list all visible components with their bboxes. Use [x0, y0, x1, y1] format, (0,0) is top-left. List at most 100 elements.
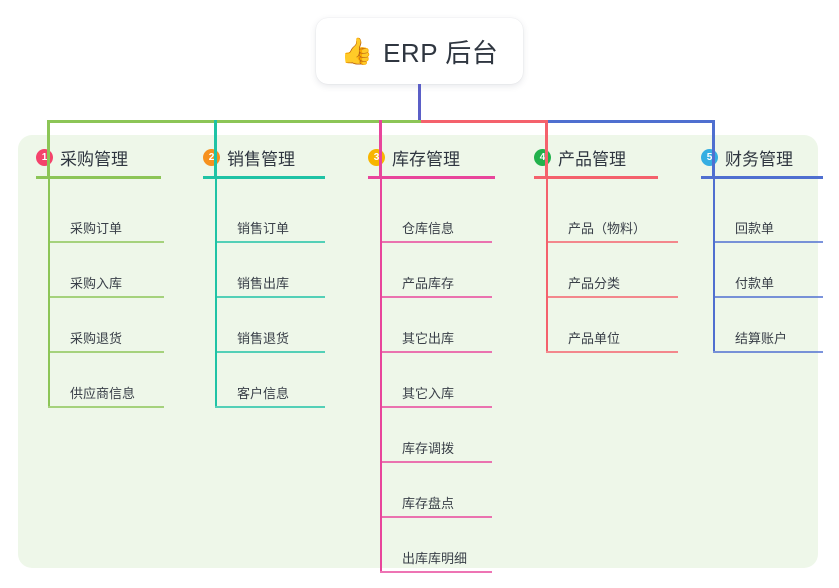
branch-stem-1: [48, 178, 50, 406]
thumbs-up-icon: 👍: [340, 36, 374, 66]
leaf-label: 库存盘点: [402, 496, 455, 511]
bus-segment-4: [419, 120, 548, 123]
leaf-underline: [48, 351, 164, 353]
branch-drop-1: [47, 120, 50, 178]
leaf-node[interactable]: 库存盘点: [380, 495, 492, 518]
leaf-node[interactable]: 出库库明细: [380, 550, 492, 573]
leaf-label: 出库库明细: [402, 551, 468, 566]
leaf-label: 产品单位: [568, 331, 621, 346]
branch-badge-1: 1: [36, 148, 53, 166]
branch-stem-5: [713, 178, 715, 351]
root-stem-line: [418, 84, 421, 123]
branch-underline-5: [701, 176, 823, 179]
leaf-underline: [713, 241, 823, 243]
branch-title-1: 采购管理: [60, 149, 128, 169]
leaf-node[interactable]: 采购退货: [48, 330, 164, 353]
leaf-underline: [546, 296, 678, 298]
leaf-underline: [380, 516, 492, 518]
leaf-underline: [48, 241, 164, 243]
leaf-label: 产品（物料）: [568, 221, 647, 236]
leaf-label: 库存调拨: [402, 441, 455, 456]
branch-stem-4: [546, 178, 548, 351]
leaf-underline: [546, 241, 678, 243]
branch-badge-2: 2: [203, 148, 220, 166]
branch-stem-3: [380, 178, 382, 571]
leaf-node[interactable]: 产品库存: [380, 275, 492, 298]
branch-title-4: 产品管理: [558, 149, 626, 169]
leaf-label: 采购退货: [70, 331, 123, 346]
branch-underline-4: [534, 176, 658, 179]
leaf-label: 产品库存: [402, 276, 455, 291]
branch-underline-1: [36, 176, 161, 179]
bus-segment-1: [48, 120, 421, 123]
leaf-underline: [380, 461, 492, 463]
branch-header-5[interactable]: 5 财务管理: [683, 144, 833, 170]
root-node-erp-backend[interactable]: 👍 ERP 后台: [316, 18, 523, 84]
branch-title-5: 财务管理: [725, 149, 793, 169]
leaf-label: 付款单: [735, 276, 775, 291]
leaf-underline: [713, 296, 823, 298]
leaf-label: 销售出库: [237, 276, 290, 291]
leaf-node[interactable]: 销售出库: [215, 275, 325, 298]
leaf-node[interactable]: 供应商信息: [48, 385, 164, 408]
branch-drop-4: [545, 120, 548, 178]
leaf-node[interactable]: 产品单位: [546, 330, 678, 353]
leaf-underline: [713, 351, 823, 353]
leaf-node[interactable]: 付款单: [713, 275, 823, 298]
branch-column-5: 5 财务管理回款单付款单结算账户: [683, 144, 833, 353]
branch-header-2[interactable]: 2 销售管理: [185, 144, 343, 170]
branch-drop-2: [214, 120, 217, 178]
leaf-node[interactable]: 其它入库: [380, 385, 492, 408]
leaf-underline: [215, 241, 325, 243]
leaf-underline: [48, 406, 164, 408]
leaf-node[interactable]: 产品分类: [546, 275, 678, 298]
leaf-label: 回款单: [735, 221, 775, 236]
branch-badge-5: 5: [701, 148, 718, 166]
branch-drop-5: [712, 120, 715, 178]
leaf-node[interactable]: 客户信息: [215, 385, 325, 408]
leaf-underline: [215, 406, 325, 408]
leaf-label: 仓库信息: [402, 221, 455, 236]
leaf-underline: [215, 351, 325, 353]
branch-badge-3: 3: [368, 148, 385, 166]
leaf-label: 采购入库: [70, 276, 123, 291]
leaf-underline: [380, 406, 492, 408]
leaf-label: 客户信息: [237, 386, 290, 401]
branch-stem-2: [215, 178, 217, 406]
leaf-underline: [215, 296, 325, 298]
branch-column-2: 2 销售管理销售订单销售出库销售退货客户信息: [185, 144, 343, 408]
leaf-underline: [380, 296, 492, 298]
leaf-node[interactable]: 结算账户: [713, 330, 823, 353]
leaf-node[interactable]: 仓库信息: [380, 220, 492, 243]
branch-header-1[interactable]: 1 采购管理: [18, 144, 178, 170]
leaf-node[interactable]: 采购订单: [48, 220, 164, 243]
leaf-node[interactable]: 库存调拨: [380, 440, 492, 463]
leaf-label: 销售退货: [237, 331, 290, 346]
branch-underline-3: [368, 176, 495, 179]
leaf-underline: [546, 351, 678, 353]
leaf-underline: [380, 571, 492, 573]
leaf-node[interactable]: 其它出库: [380, 330, 492, 353]
leaf-node[interactable]: 产品（物料）: [546, 220, 678, 243]
leaf-node[interactable]: 销售订单: [215, 220, 325, 243]
leaf-label: 采购订单: [70, 221, 123, 236]
leaf-node[interactable]: 采购入库: [48, 275, 164, 298]
branch-title-2: 销售管理: [227, 149, 295, 169]
leaf-node[interactable]: 回款单: [713, 220, 823, 243]
leaf-underline: [380, 241, 492, 243]
leaf-label: 其它入库: [402, 386, 455, 401]
branch-underline-2: [203, 176, 325, 179]
leaf-underline: [380, 351, 492, 353]
bus-segment-5: [419, 120, 715, 123]
leaf-label: 销售订单: [237, 221, 290, 236]
leaf-node[interactable]: 销售退货: [215, 330, 325, 353]
leaf-underline: [48, 296, 164, 298]
root-node-title: ERP 后台: [383, 37, 499, 68]
leaf-label: 产品分类: [568, 276, 621, 291]
branch-drop-3: [379, 120, 382, 178]
